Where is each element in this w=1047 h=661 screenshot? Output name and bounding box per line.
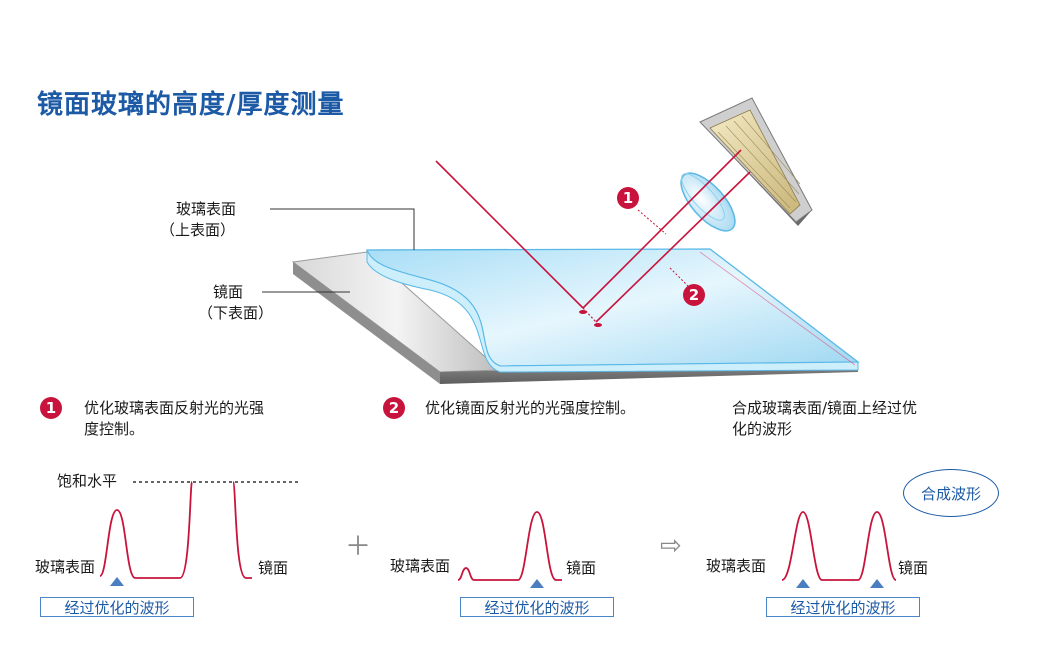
step-3-line2: 化的波形 — [732, 420, 793, 438]
step-2-text: 优化镜面反射光的光强度控制。 — [425, 399, 636, 417]
waveform-3-optimized-box: 经过优化的波形 — [766, 597, 920, 617]
arrow-icon: ⇨ — [660, 531, 682, 561]
glass-slab — [366, 248, 860, 373]
waveform-2-glass-label: 玻璃表面 — [390, 557, 451, 575]
waveform-1 — [99, 481, 252, 586]
leader-lines — [262, 208, 415, 293]
plus-sign: ＋ — [345, 532, 372, 562]
laser-beams — [435, 149, 751, 327]
step-2-marker: 2 — [383, 397, 405, 419]
label-glass-surface-sub: （上表面） — [160, 221, 236, 239]
label-mirror-sub: （下表面） — [198, 304, 274, 322]
waveform-1-mirror-label: 镜面 — [258, 559, 289, 577]
label-mirror: 镜面 — [213, 283, 244, 301]
sensor — [699, 97, 813, 226]
step-3-line1: 合成玻璃表面/镜面上经过优 — [732, 399, 918, 417]
step-1-line1: 优化玻璃表面反射光的光强 — [84, 399, 265, 417]
waveform-1-glass-label: 玻璃表面 — [35, 558, 96, 576]
waveform-3-mirror-label: 镜面 — [898, 559, 929, 577]
step-1-line2: 度控制。 — [84, 420, 145, 438]
waveform-3-glass-label: 玻璃表面 — [706, 557, 767, 575]
label-glass-surface: 玻璃表面 — [176, 200, 237, 218]
combined-waveform-bubble: 合成波形 — [903, 469, 999, 517]
waveform-2-mirror-label: 镜面 — [566, 559, 597, 577]
step-1-marker: 1 — [40, 397, 62, 419]
waveform-1-optimized-box: 经过优化的波形 — [40, 597, 194, 617]
waveform-3 — [781, 511, 897, 588]
page-title: 镜面玻璃的高度/厚度测量 — [37, 90, 345, 120]
waveform-2-optimized-box: 经过优化的波形 — [460, 597, 614, 617]
saturation-label: 饱和水平 — [57, 472, 118, 490]
lens — [680, 172, 736, 232]
marker-2: 2 — [683, 284, 705, 306]
marker-1: 1 — [617, 187, 639, 209]
waveform-2 — [457, 511, 562, 588]
